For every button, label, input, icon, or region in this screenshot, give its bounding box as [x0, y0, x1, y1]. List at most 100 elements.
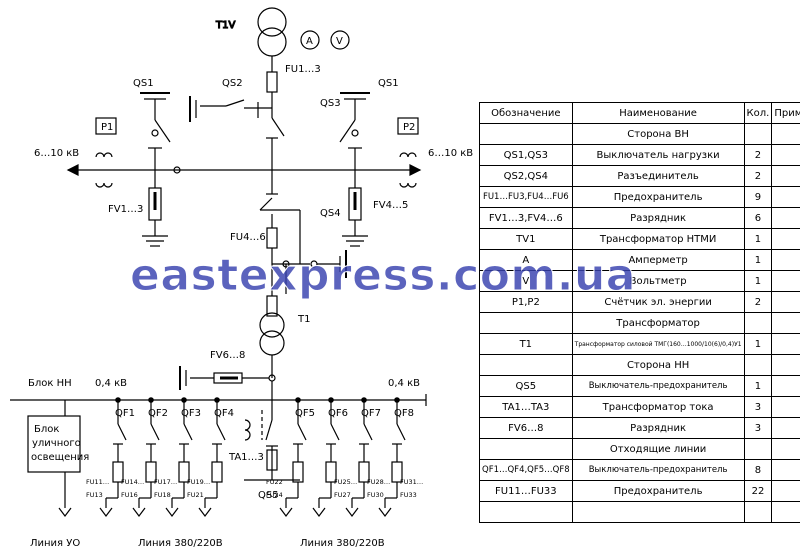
cell-name: Трансформатор силовой ТМГ(160…1000/10(6)…	[571, 333, 745, 355]
cell-name: Выключатель-предохранитель	[571, 459, 745, 481]
label-voltage-left: 6…10 кВ	[34, 148, 79, 159]
outgoing-line-arrow-icon	[279, 507, 293, 517]
cell-name: Трансформатор тока	[571, 396, 745, 418]
label-fu-right2: FU21	[187, 491, 204, 499]
label-ta1-3: TA1…3	[228, 452, 264, 463]
cell-note	[771, 270, 800, 292]
label-ammeter: A	[306, 36, 313, 47]
outgoing-line-arrow-icon	[165, 507, 179, 517]
cell-qty: 1	[743, 228, 773, 250]
label-p1: P1	[101, 122, 113, 133]
breaker-contact	[216, 423, 226, 441]
cell-qty: 1	[743, 375, 773, 397]
cell-note	[771, 480, 800, 502]
label-fv6-8: FV6…8	[210, 350, 245, 361]
section-title: Трансформатор	[571, 312, 745, 334]
label-qs4: QS4	[320, 208, 341, 219]
label-qf7: QF7	[361, 408, 381, 419]
section-note-cell	[771, 438, 800, 460]
label-qs3: QS3	[320, 98, 341, 109]
label-fu-right2: FU16	[121, 491, 138, 499]
label-qf2: QF2	[148, 408, 168, 419]
cell-qty: 3	[743, 396, 773, 418]
arrester-fv4-5	[342, 170, 368, 247]
header-name: Наименование	[571, 102, 745, 124]
breaker-contact	[117, 423, 127, 441]
section-code-cell	[479, 354, 573, 376]
label-line-uo: Линия УО	[30, 538, 80, 549]
label-fu1-3: FU1…3	[285, 64, 321, 75]
cell-code	[479, 501, 573, 523]
cell-note	[771, 333, 800, 355]
cell-qty: 6	[743, 207, 773, 229]
meter-p2-box	[397, 117, 419, 135]
label-fu-right: FU19…	[187, 478, 210, 486]
junction-dot	[115, 397, 121, 403]
cell-name: Разрядник	[571, 207, 745, 229]
cell-qty: 1	[743, 249, 773, 271]
label-voltmeter: V	[336, 36, 343, 47]
label-04kv-left: 0,4 кВ	[95, 378, 127, 389]
arrester-fv6-8	[179, 366, 269, 390]
breaker-contact	[150, 423, 160, 441]
label-p2: P2	[403, 122, 415, 133]
load-switch-qs3	[339, 92, 370, 170]
cell-qty: 9	[743, 186, 773, 208]
junction-dot	[328, 397, 334, 403]
cell-qty: 8	[743, 459, 773, 481]
load-switch-qs1-left	[140, 92, 181, 174]
section-code-cell	[479, 123, 573, 145]
arrester-fv1-3	[142, 170, 168, 247]
cell-qty: 3	[743, 417, 773, 439]
label-fu-bottom: FU13	[86, 491, 103, 499]
label-t1v: T1V	[215, 20, 235, 31]
table-row	[479, 501, 800, 523]
label-qs2: QS2	[222, 78, 243, 89]
meter-p1-box	[95, 117, 117, 135]
cell-note	[771, 417, 800, 439]
specification-table: Обозначение Наименование Кол. Примечания…	[479, 102, 800, 523]
section-note-cell	[771, 312, 800, 334]
table-header-row: Обозначение Наименование Кол. Примечания	[479, 102, 800, 124]
breaker-contact	[297, 423, 307, 441]
junction-dot	[214, 397, 220, 403]
breaker-contact	[396, 423, 406, 441]
junction-dot	[394, 397, 400, 403]
cell-code: QF1…QF4,QF5…QF8	[479, 459, 573, 481]
cell-name	[571, 501, 745, 523]
voltmeter-icon	[330, 30, 350, 50]
label-qf4: QF4	[214, 408, 234, 419]
outgoing-line-arrow-icon	[99, 507, 113, 517]
label-t1: T1	[297, 314, 310, 325]
section-qty-cell	[743, 123, 773, 145]
label-fu-right2: FU27	[334, 491, 351, 499]
outgoing-line-arrow-icon	[378, 507, 392, 517]
section-row: Сторона ВН	[479, 123, 800, 145]
section-row: Отходящие линии	[479, 438, 800, 460]
cell-code: TV1	[479, 228, 573, 250]
label-qs1-right: QS1	[378, 78, 399, 89]
arrow-right-icon	[409, 164, 422, 176]
label-fu-right: FU25…	[334, 478, 357, 486]
cell-name: Трансформатор НТМИ	[571, 228, 745, 250]
feeder-fuse	[292, 461, 304, 483]
switch-to-transformer	[259, 193, 347, 294]
label-line-380-left: Линия 380/220В	[138, 538, 223, 549]
label-fu-right: FU28…	[367, 478, 390, 486]
junction-dot	[295, 397, 301, 403]
cell-code: FV6…8	[479, 417, 573, 439]
cell-qty	[743, 501, 773, 523]
